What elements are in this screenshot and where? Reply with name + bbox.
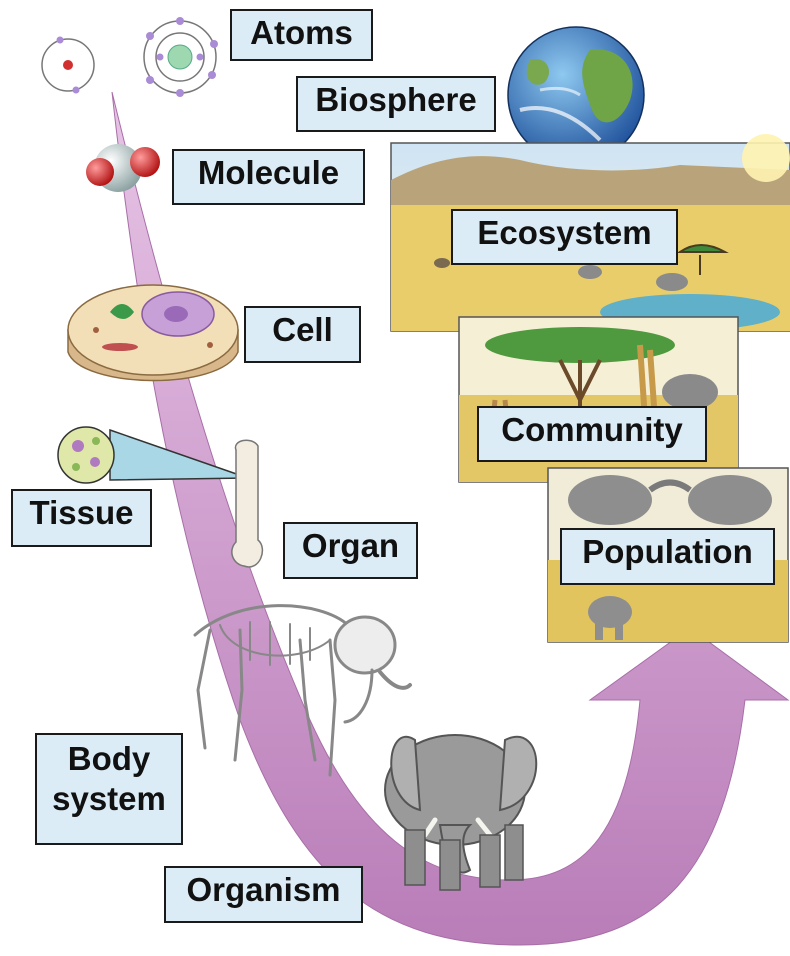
label-biosphere: Biosphere [296, 76, 496, 132]
bone-icon [232, 440, 263, 567]
label-atoms: Atoms [230, 9, 373, 61]
label-ecosystem: Ecosystem [451, 209, 678, 265]
label-population: Population [560, 528, 775, 585]
atom-icon [144, 17, 218, 97]
label-organ: Organ [283, 522, 418, 579]
molecule-icon [86, 144, 160, 192]
label-community: Community [477, 406, 707, 462]
label-tissue: Tissue [11, 489, 152, 547]
cell-icon [68, 285, 238, 381]
tissue-icon [58, 427, 248, 483]
label-cell: Cell [244, 306, 361, 363]
label-molecule: Molecule [172, 149, 365, 205]
elephant-icon [385, 735, 536, 890]
label-body-system: Body system [35, 733, 183, 845]
atom-icon [42, 37, 94, 94]
label-organism: Organism [164, 866, 363, 923]
